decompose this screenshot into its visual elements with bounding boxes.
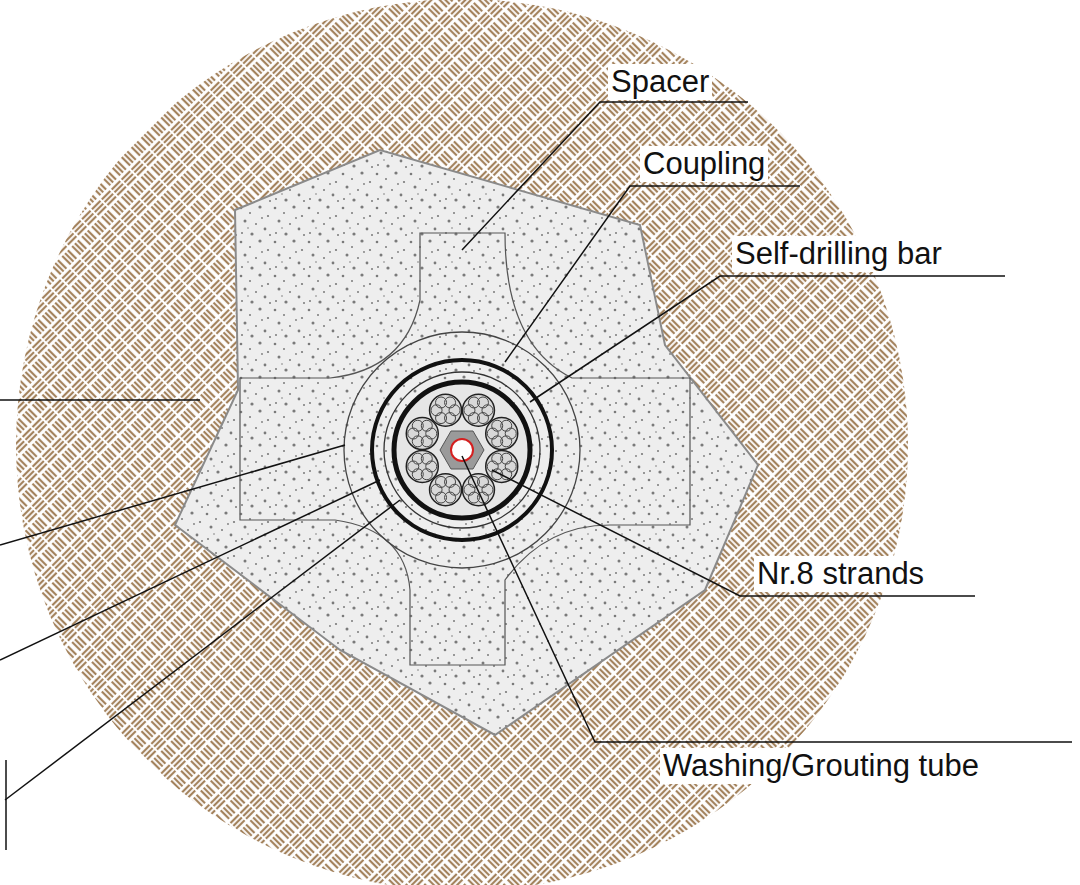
strand-wire bbox=[477, 397, 488, 408]
part-label: Self-drilling bar bbox=[732, 236, 945, 272]
part-label: Spacer bbox=[608, 64, 712, 100]
hex-core bbox=[440, 431, 484, 469]
strand-wire bbox=[501, 420, 512, 431]
strand-wire bbox=[445, 397, 456, 408]
strand bbox=[486, 450, 518, 482]
strand bbox=[462, 394, 494, 426]
spacer bbox=[240, 233, 690, 665]
strand bbox=[406, 450, 438, 482]
coupling bbox=[372, 360, 552, 540]
part-label: Nr.8 strands bbox=[754, 556, 927, 592]
strand-wire bbox=[421, 453, 432, 464]
leader-lines bbox=[0, 102, 1072, 850]
strand bbox=[430, 394, 462, 426]
strand-wire bbox=[477, 476, 488, 487]
part-label: Washing/Grouting tube bbox=[660, 748, 982, 784]
strand-wire bbox=[501, 453, 512, 464]
strands bbox=[406, 394, 517, 505]
bar-outer bbox=[384, 372, 540, 528]
strand bbox=[406, 418, 438, 450]
strand bbox=[486, 418, 518, 450]
coupling-outer bbox=[344, 332, 580, 568]
strand-wire bbox=[445, 476, 456, 487]
self-drilling-bar bbox=[394, 382, 530, 518]
strand-wire bbox=[421, 420, 432, 431]
grout-body bbox=[175, 150, 758, 735]
part-label: Coupling bbox=[640, 146, 768, 182]
strand bbox=[430, 474, 462, 506]
